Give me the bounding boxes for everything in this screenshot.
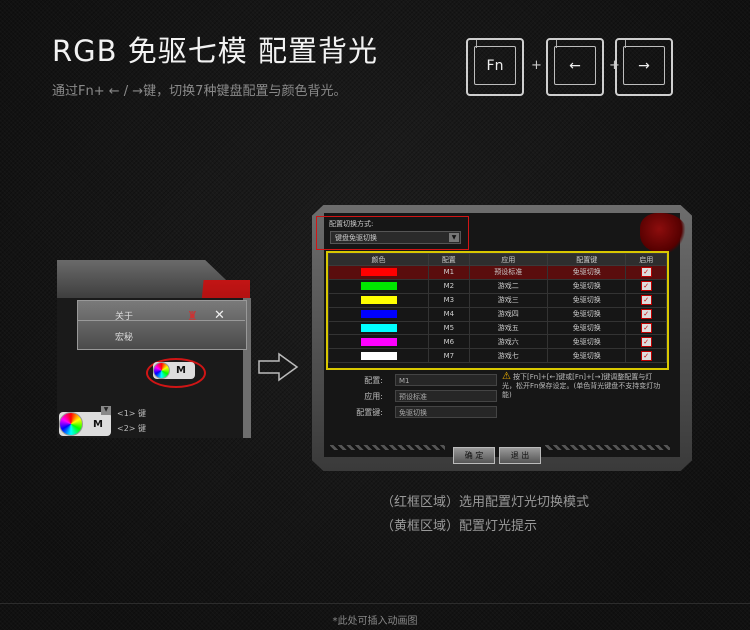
yellow-highlight-box [326,251,669,370]
col-enabled: 启用 [625,253,667,266]
enabled-checkbox[interactable]: ✓ [640,350,652,361]
key-cell: 免驱切换 [546,348,627,364]
mode-button[interactable]: M [153,362,195,379]
note-red: （红框区域）选用配置灯光切换模式 [381,495,590,510]
left-arrow-icon: ← [554,46,596,85]
red-highlight-oval [146,358,206,388]
chevron-down-icon[interactable]: ▼ [449,233,459,242]
switch-mode-select[interactable]: 键盘免驱切换 ▼ [330,231,461,244]
ok-button[interactable]: 确 定 [453,447,495,464]
enabled-cell[interactable]: ✓ [625,348,667,364]
color-wheel-icon [153,362,170,379]
blood-hand-logo [640,213,688,253]
fn-key: Fn [466,38,524,96]
warning-note: ⚠按下[Fn]+[←]键或[Fn]+[→]键调整配置与灯光，松开Fn保存设定。(… [502,371,661,400]
color-swatch[interactable] [360,296,397,305]
enabled-checkbox[interactable]: ✓ [640,295,652,306]
enabled-checkbox[interactable]: ✓ [640,336,652,347]
enabled-checkbox[interactable]: ✓ [640,281,652,292]
switch-mode-label: 配置切换方式: [329,220,374,228]
footer-divider [0,603,750,604]
enabled-checkbox[interactable]: ✓ [640,309,652,320]
left-arrow-key: ← [546,38,604,96]
color-swatch[interactable] [360,324,397,332]
color-swatch[interactable] [360,351,397,360]
color-swatch[interactable] [360,310,397,319]
key-cell: 免驱切换 [546,265,627,280]
color-wheel-icon [59,412,83,436]
list-item[interactable]: <1> 键 [117,409,147,418]
plus-sign: + [531,58,542,73]
config-cell: M1 [428,265,470,280]
col-app: 应用 [468,253,549,266]
right-arrow-icon: → [623,46,665,85]
note-yellow: （黄框区域）配置灯光提示 [381,519,538,534]
enabled-cell[interactable]: ✓ [625,265,667,280]
arrow-right-icon [258,352,299,382]
hazard-stripes [330,445,445,450]
warning-icon: ⚠ [502,371,511,382]
config-field[interactable]: M1 [395,374,497,386]
color-swatch[interactable] [360,268,397,277]
color-swatch[interactable] [360,337,397,346]
app-cell: 预设标准 [468,265,549,280]
config-field-label: 配置: [364,376,383,385]
color-cell[interactable] [327,348,430,364]
chevron-down-icon[interactable]: ▼ [101,406,111,415]
tab-bar [77,300,247,350]
key-field[interactable]: 免驱切换 [395,406,497,418]
list-item[interactable]: <2> 键 [117,424,147,433]
enabled-cell[interactable]: ✓ [625,278,667,294]
joystick-icon[interactable]: ♜ [187,309,198,323]
page-subtitle: 通过Fn+ ← / →键，切换7种键盘配置与颜色背光。 [52,84,347,99]
exit-button[interactable]: 退 出 [499,447,541,464]
page-title: RGB 免驱七模 配置背光 [52,34,378,68]
fn-key-label: Fn [474,46,516,85]
enabled-checkbox[interactable]: ✓ [640,267,652,278]
left-window-crop [57,258,251,438]
app-field[interactable]: 预设标准 [395,390,497,402]
tab-about[interactable]: 关于 [115,312,134,322]
footer-note: *此处可插入动画图 [332,616,418,627]
right-arrow-key: → [615,38,673,96]
app-cell: 游戏七 [468,348,549,364]
col-key: 配置键 [546,253,627,266]
close-icon[interactable]: ✕ [214,308,225,323]
enabled-checkbox[interactable]: ✓ [640,323,652,333]
mode-button-large[interactable]: M [59,412,111,436]
color-swatch[interactable] [360,282,397,291]
tab-macro[interactable]: 宏秘 [115,333,134,343]
red-highlight-box [316,216,469,250]
key-field-label: 配置键: [356,408,383,417]
hazard-stripes [545,445,670,450]
col-config: 配置 [428,253,470,266]
col-color: 颜色 [327,253,430,266]
app-field-label: 应用: [364,392,383,401]
